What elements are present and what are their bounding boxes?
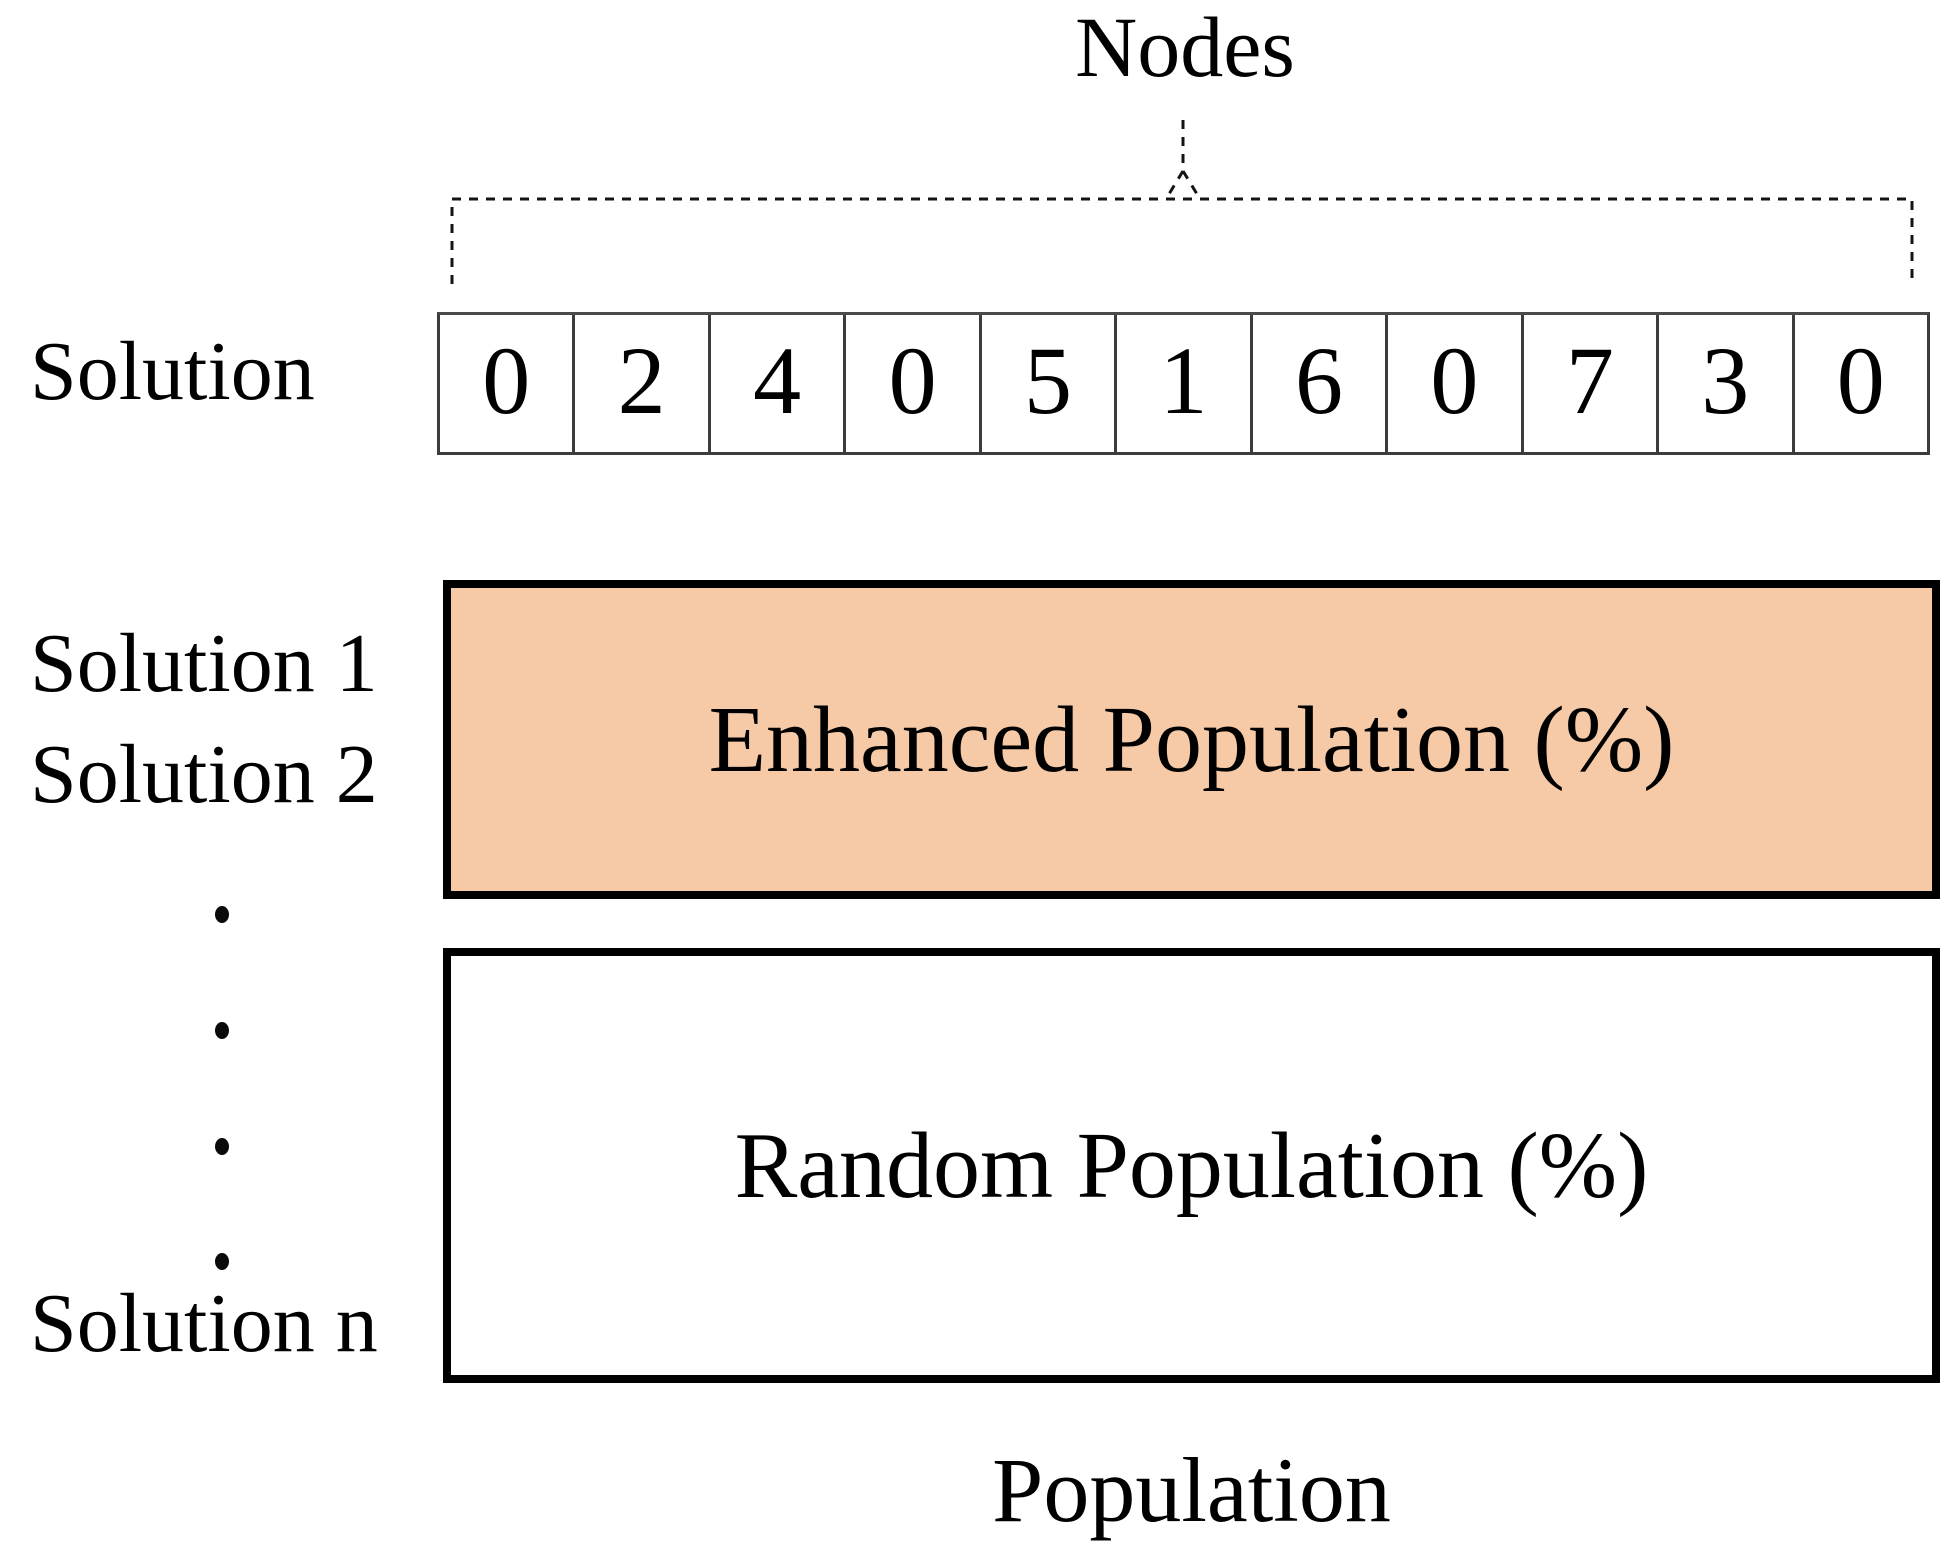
nodes-label: Nodes	[1075, 0, 1295, 95]
solution-cell: 3	[1656, 315, 1791, 452]
solution-cell: 1	[1114, 315, 1249, 452]
brace-span-line	[450, 197, 1914, 284]
solution-n-label: Solution n	[30, 1277, 378, 1370]
solution-cell: 0	[1791, 315, 1927, 452]
ellipsis-dot	[215, 1138, 229, 1155]
ellipsis-dot	[215, 1253, 229, 1270]
brace-center-stem	[1164, 120, 1202, 200]
ellipsis-dot	[215, 1022, 229, 1039]
solution-row-label: Solution	[30, 325, 315, 418]
random-population-box-label: Random Population (%)	[734, 1113, 1649, 1218]
solution-2-label: Solution 2	[30, 728, 378, 821]
solution-cell: 0	[482, 326, 531, 434]
ellipsis-dot	[215, 906, 229, 923]
solution-cell: 7	[1520, 315, 1656, 452]
enhanced-population-box-label: Enhanced Population (%)	[708, 687, 1675, 792]
solution-cell: 4	[707, 315, 843, 452]
solution-cell: 0	[1385, 315, 1520, 452]
solution-cell: 6	[1249, 315, 1385, 452]
population-caption: Population	[992, 1439, 1391, 1541]
random-population-box: Random Population (%)	[443, 948, 1940, 1383]
enhanced-population-box: Enhanced Population (%)	[443, 580, 1940, 899]
solution-cell: 0	[843, 315, 978, 452]
solution-cell: 5	[978, 315, 1114, 452]
solution-cell: 2	[572, 315, 707, 452]
solution-1-label: Solution 1	[30, 617, 378, 710]
